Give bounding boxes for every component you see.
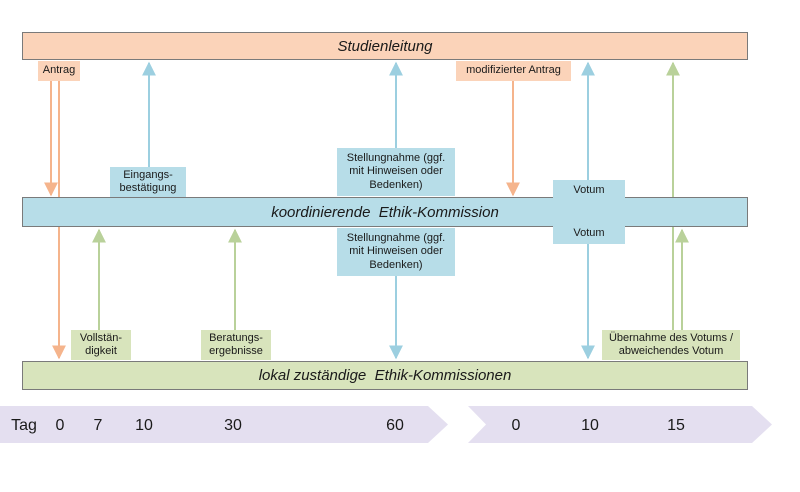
stellungnahme-bottom-box: Stellungnahme (ggf. mit Hinweisen oder B… [337,228,455,276]
coordinating-commission-band: koordinierende Ethik-Kommission [22,197,748,227]
antrag-label: Antrag [42,64,76,77]
stellungnahme-bottom-line1: Stellungnahme (ggf. [346,231,446,244]
coordinating-commission-label: koordinierende Ethik-Kommission [271,203,499,221]
timeline-phase2 [468,406,772,443]
votum-block: Votum Votum [553,180,625,244]
tick-phase1-7: 7 [93,417,103,434]
stellungnahme-bottom-line2: mit Hinweisen oder [349,245,443,258]
eingangsbestaetigung-line2: bestätigung [119,182,177,194]
antrag-box: Antrag [38,61,80,81]
stellungnahme-top-line3: Bedenken) [369,178,423,191]
eingangsbestaetigung-line1: Eingangs- [123,168,173,181]
uebernahme-box: Übernahme des Votums / abweichendes Votu… [602,330,740,360]
timeline-label: Tag [11,417,37,434]
uebernahme-line1: Übernahme des Votums / [608,331,734,344]
modified-antrag-label: modifizierter Antrag [466,64,561,77]
beratungsergebnisse-box: Beratungs- ergebnisse [201,330,271,360]
tick-phase2-0: 0 [511,417,521,434]
beratungsergebnisse-line1: Beratungs- [209,331,263,344]
local-commissions-label: lokal zuständige Ethik-Kommissionen [258,367,512,384]
votum-top-label: Votum [573,184,605,196]
tick-phase1-0: 0 [55,417,65,434]
modified-antrag-box: modifizierter Antrag [456,61,571,81]
votum-bottom-label: Votum [573,226,605,239]
tick-phase1-60: 60 [386,417,404,434]
tick-phase2-15: 15 [667,417,685,434]
tick-phase2-10: 10 [581,417,599,434]
eingangsbestaetigung-box: Eingangs- bestätigung [110,167,186,197]
studienleitung-band: Studienleitung [22,32,748,60]
stellungnahme-top-box: Stellungnahme (ggf. mit Hinweisen oder B… [337,148,455,196]
vollstaendigkeit-box: Vollstän- digkeit [71,330,131,360]
stellungnahme-bottom-line3: Bedenken) [369,258,423,271]
tick-phase1-10: 10 [135,417,153,434]
uebernahme-line2: abweichendes Votum [618,345,724,357]
timeline-phase1 [0,406,448,443]
vollstaendigkeit-line1: Vollstän- [79,331,123,344]
stellungnahme-top-line2: mit Hinweisen oder [349,165,443,178]
vollstaendigkeit-line2: digkeit [85,345,117,357]
stellungnahme-top-line1: Stellungnahme (ggf. [346,151,446,164]
local-commissions-band: lokal zuständige Ethik-Kommissionen [22,361,748,390]
studienleitung-label: Studienleitung [337,37,433,55]
beratungsergebnisse-line2: ergebnisse [209,345,263,357]
tick-phase1-30: 30 [224,417,242,434]
